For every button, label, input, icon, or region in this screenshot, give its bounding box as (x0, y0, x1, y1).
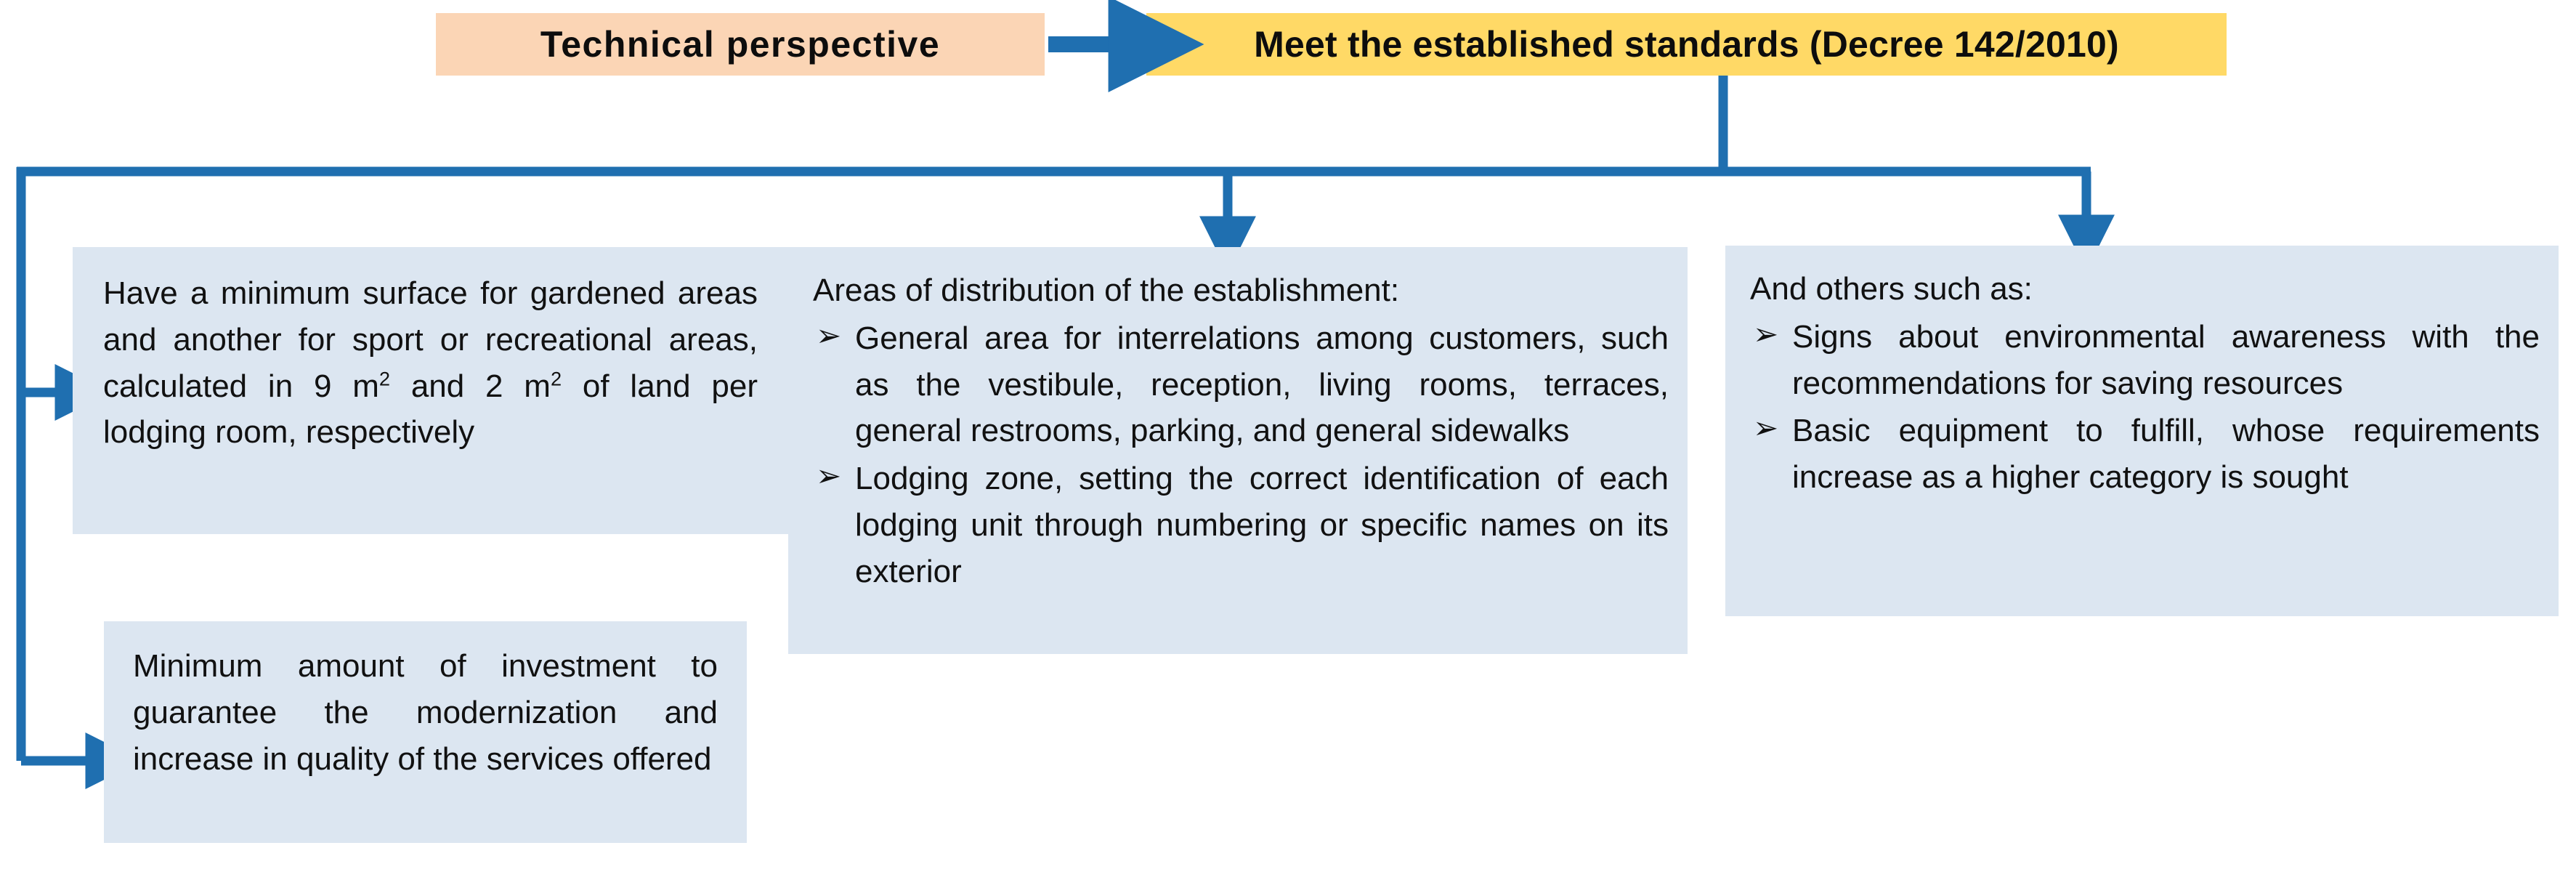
areas-bullet-text-2: Lodging zone, setting the correct identi… (855, 461, 1669, 589)
surface-requirement-box[interactable]: Have a minimum surface for gardened area… (73, 247, 788, 534)
areas-bullet-text-1: General area for interrelations among cu… (855, 320, 1669, 449)
others-bullet-text-1: Signs about environmental awareness with… (1792, 318, 2540, 401)
others-bullet-item-1: ➢ Signs about environmental awareness wi… (1750, 314, 2540, 407)
surface-text-part-2: and 2 m (390, 368, 551, 404)
areas-bullet-item-1: ➢ General area for interrelations among … (813, 315, 1669, 454)
surface-requirement-text: Have a minimum surface for gardened area… (103, 270, 758, 456)
standards-box[interactable]: Meet the established standards (Decree 1… (1146, 13, 2227, 76)
others-box[interactable]: And others such as: ➢ Signs about enviro… (1725, 246, 2559, 616)
surface-superscript-2: 2 (550, 366, 562, 389)
surface-text-part-3: of land per lodging room, respectively (103, 368, 758, 451)
investment-requirement-text: Minimum amount of investment to guarante… (133, 648, 718, 777)
areas-distribution-box[interactable]: Areas of distribution of the establishme… (788, 247, 1688, 654)
others-bullet-item-2: ➢ Basic equipment to fulfill, whose requ… (1750, 408, 2540, 501)
others-bullet-text-2: Basic equipment to fulfill, whose requir… (1792, 413, 2540, 496)
standards-label: Meet the established standards (Decree 1… (1254, 23, 2119, 65)
areas-bullet-item-2: ➢ Lodging zone, setting the correct iden… (813, 456, 1669, 594)
investment-requirement-box[interactable]: Minimum amount of investment to guarante… (104, 621, 747, 843)
areas-heading: Areas of distribution of the establishme… (813, 272, 1400, 308)
surface-superscript-1: 2 (378, 366, 391, 389)
technical-perspective-box[interactable]: Technical perspective (436, 13, 1045, 76)
others-bullet-list: ➢ Signs about environmental awareness wi… (1750, 314, 2540, 501)
arrowhead-bullet-icon: ➢ (1753, 411, 1779, 445)
others-heading: And others such as: (1750, 271, 2033, 307)
arrowhead-bullet-icon: ➢ (816, 459, 842, 493)
areas-bullet-list: ➢ General area for interrelations among … (813, 315, 1669, 595)
technical-perspective-label: Technical perspective (540, 23, 941, 65)
arrowhead-bullet-icon: ➢ (1753, 316, 1779, 351)
arrowhead-bullet-icon: ➢ (816, 318, 842, 352)
surface-text-part-1: Have a minimum surface for gardened area… (103, 275, 758, 404)
